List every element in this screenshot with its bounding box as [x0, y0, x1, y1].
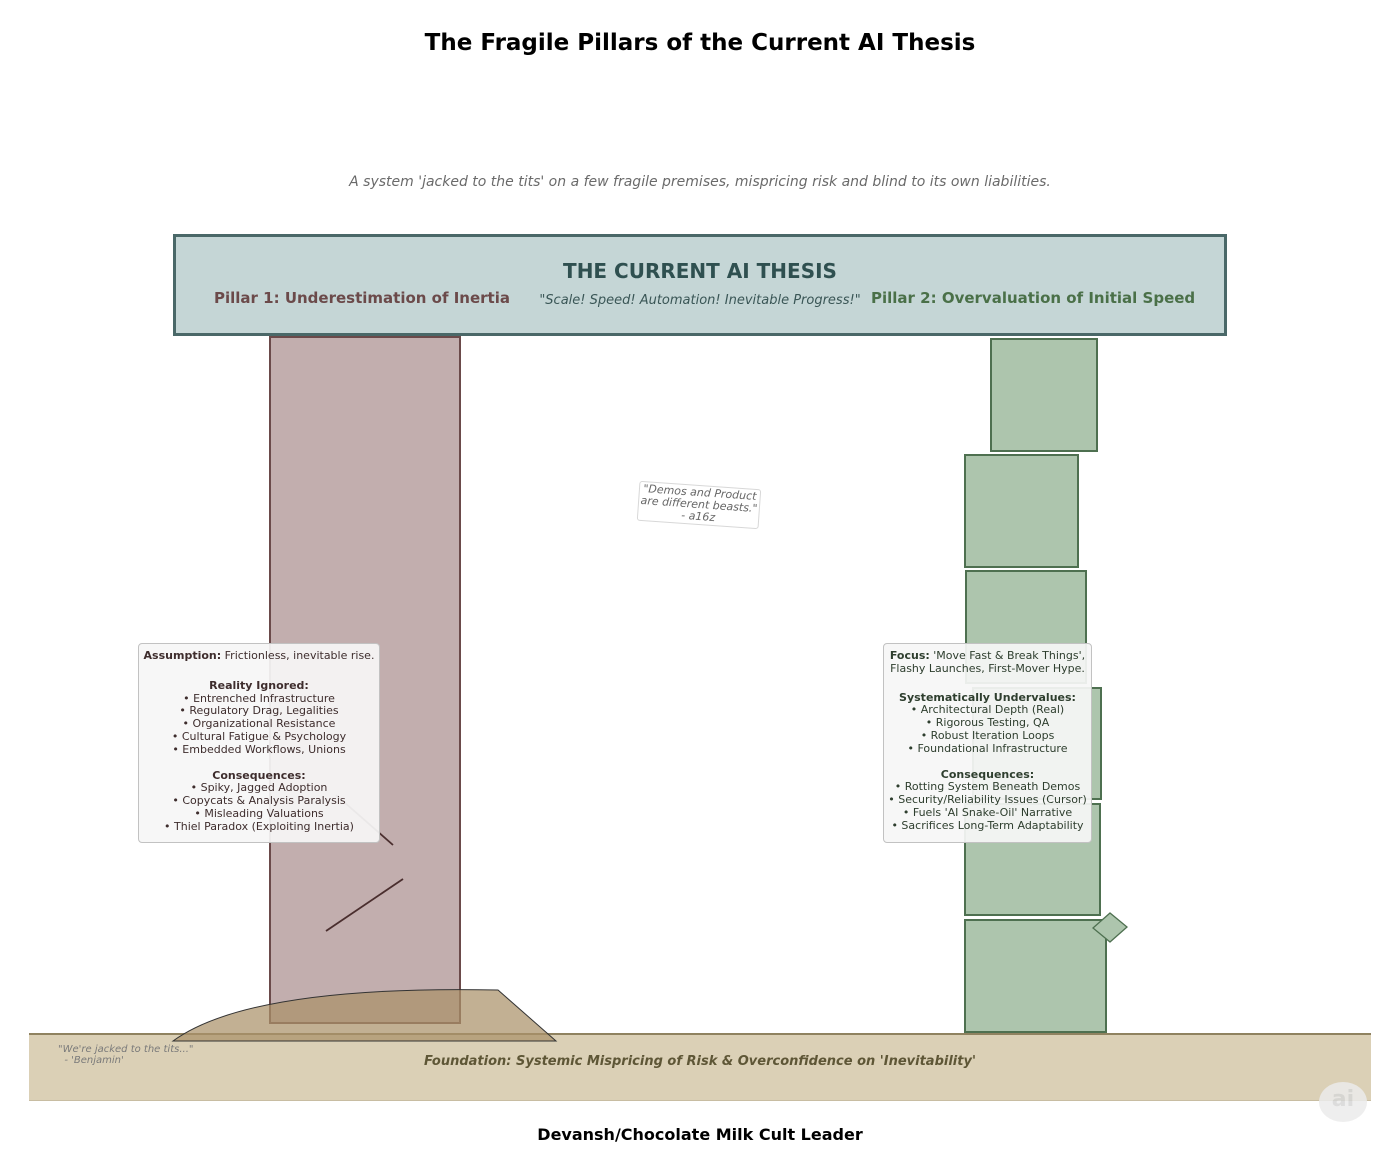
foundation-slab [29, 1033, 1371, 1101]
pillar-1-info-box: Assumption: Frictionless, inevitable ris… [138, 643, 380, 843]
benjamin-quote: "We're jacked to the tits..." - 'Benjami… [58, 1044, 194, 1066]
beam-title: THE CURRENT AI THESIS [563, 259, 837, 283]
falling-debris [1091, 912, 1129, 943]
list-item: • Embedded Workflows, Unions [172, 742, 346, 756]
watermark-logo: ai [1319, 1082, 1367, 1122]
list-item: • Rigorous Testing, QA [925, 716, 1050, 730]
list-item: • Copycats & Analysis Paralysis [172, 794, 346, 808]
list-item: • Entrenched Infrastructure [183, 691, 335, 705]
consequences-list: • Rotting System Beneath Demos • Securit… [884, 781, 1091, 832]
focus-line: Focus: 'Move Fast & Break Things', [884, 649, 1091, 663]
list-item: • Cultural Fatigue & Psychology [171, 729, 347, 743]
pillar-1-label: Pillar 1: Underestimation of Inertia [214, 289, 510, 307]
assumption-line: Assumption: Frictionless, inevitable ris… [139, 649, 379, 663]
pillar-2-info-box: Focus: 'Move Fast & Break Things', Flash… [883, 643, 1092, 843]
list-item: • Organizational Resistance [182, 717, 336, 731]
foundation-label: Foundation: Systemic Mispricing of Risk … [424, 1054, 976, 1069]
pillar-2-block [964, 919, 1107, 1033]
list-item: • Thiel Paradox (Exploiting Inertia) [164, 819, 354, 833]
rubble-mound [171, 989, 558, 1042]
focus-text: 'Move Fast & Break Things', [933, 649, 1086, 662]
focus-text-2: Flashy Launches, First-Mover Hype. [890, 661, 1085, 675]
consequences-heading: Consequences: [212, 768, 306, 782]
thesis-beam [173, 234, 1227, 336]
a16z-quote-note: "Demos and Product are different beasts.… [636, 480, 762, 530]
diagram-title: The Fragile Pillars of the Current AI Th… [424, 30, 976, 56]
list-item: • Security/Reliability Issues (Cursor) [888, 793, 1087, 807]
reality-list: • Entrenched Infrastructure • Regulatory… [139, 691, 379, 757]
beam-tagline: "Scale! Speed! Automation! Inevitable Pr… [539, 293, 861, 308]
assumption-text: Frictionless, inevitable rise. [224, 649, 375, 662]
list-item: • Misleading Valuations [194, 806, 324, 820]
pillar-2-label: Pillar 2: Overvaluation of Initial Speed [871, 289, 1196, 307]
pillar-2-block [964, 454, 1079, 568]
undervalues-heading: Systematically Undervalues: [899, 690, 1076, 704]
crack-line [325, 878, 404, 932]
pillar-2-block [990, 338, 1098, 452]
list-item: • Robust Iteration Loops [920, 728, 1055, 742]
undervalues-list: • Architectural Depth (Real) • Rigorous … [884, 704, 1091, 755]
list-item: • Sacrifices Long-Term Adaptability [891, 818, 1084, 832]
consequences-list: • Spiky, Jagged Adoption • Copycats & An… [139, 782, 379, 833]
reality-heading: Reality Ignored: [209, 678, 309, 692]
list-item: • Spiky, Jagged Adoption [190, 781, 328, 795]
assumption-heading: Assumption: [143, 649, 222, 662]
author-credit: Devansh/Chocolate Milk Cult Leader [537, 1125, 863, 1144]
list-item: • Rotting System Beneath Demos [894, 780, 1081, 794]
diagram-subtitle: A system 'jacked to the tits' on a few f… [349, 174, 1051, 190]
focus-heading: Focus: [889, 649, 930, 662]
list-item: • Architectural Depth (Real) [910, 703, 1065, 717]
list-item: • Fuels 'AI Snake-Oil' Narrative [902, 805, 1073, 819]
list-item: • Foundational Infrastructure [907, 741, 1068, 755]
list-item: • Regulatory Drag, Legalities [179, 704, 339, 718]
consequences-heading: Consequences: [940, 767, 1035, 781]
